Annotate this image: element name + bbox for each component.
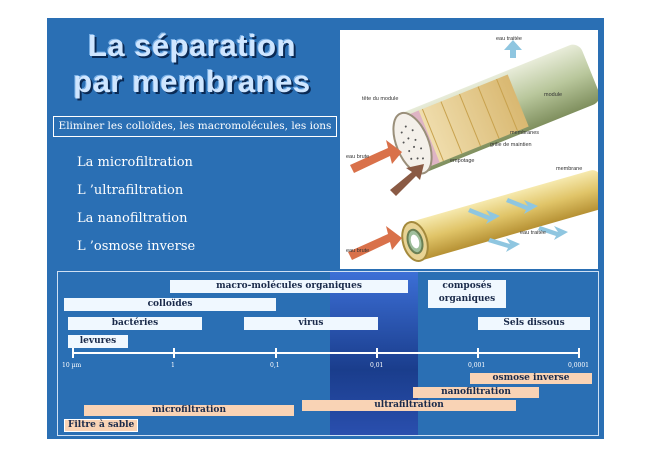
- membrane-module-illustration: eau traitée module tête du module membra…: [340, 30, 598, 269]
- label-tete-du-module: tête du module: [362, 96, 399, 102]
- size-axis: [72, 352, 580, 354]
- tick-label-2: 0,1: [270, 362, 280, 369]
- subtitle-box: Eliminer les colloïdes, les macromolécul…: [53, 116, 337, 137]
- separation-spectrum: macro-molécules organiques colloïdes com…: [57, 271, 599, 436]
- label-module: module: [544, 92, 563, 98]
- particle-sels-dissous: Sels dissous: [478, 317, 590, 330]
- down-arrow: [390, 164, 424, 196]
- process-ultrafiltration: ultrafiltration: [302, 400, 516, 411]
- bullet-osmose: L ’osmose inverse: [77, 239, 196, 254]
- process-nanofiltration: nanofiltration: [413, 387, 539, 398]
- tick-label-4: 0,001: [468, 362, 486, 369]
- label-eau-traitee-top: eau traitée: [496, 36, 522, 42]
- tick-label-5: 0,0001: [568, 362, 589, 369]
- tick-5: [578, 348, 580, 358]
- label-eau-traitee-bottom: eau traitée: [520, 230, 546, 236]
- process-microfiltration: microfiltration: [84, 405, 294, 416]
- title-line-1: La séparation: [87, 28, 297, 63]
- bullet-ultrafiltration: L ’ultrafiltration: [77, 183, 184, 198]
- tick-label-1: 1: [171, 362, 175, 369]
- tick-label-0: 10 µm: [62, 362, 82, 369]
- tick-2: [275, 348, 277, 358]
- title-line-2: par membranes: [73, 64, 311, 99]
- tick-0: [72, 348, 74, 358]
- particle-virus: virus: [244, 317, 378, 330]
- particle-macromolecules: macro-molécules organiques: [170, 280, 408, 293]
- tick-4: [477, 348, 479, 358]
- tick-1: [173, 348, 175, 358]
- process-osmose-inverse: osmose inverse: [470, 373, 592, 384]
- module-drawing: [348, 40, 598, 263]
- label-membrane: membrane: [556, 166, 583, 172]
- label-eau-brute-top: eau brute: [346, 154, 370, 160]
- particle-bacteries: bactéries: [68, 317, 202, 330]
- label-membranes: membranes: [510, 130, 540, 136]
- composes-line-1: composés: [442, 281, 492, 291]
- outlet-arrow-top: [504, 40, 522, 58]
- particle-levures: levures: [68, 335, 128, 348]
- particle-colloides: colloïdes: [64, 298, 276, 311]
- label-empotage: empotage: [450, 158, 475, 164]
- slide: La séparation par membranes Eliminer les…: [47, 18, 604, 439]
- bullet-microfiltration: La microfiltration: [77, 155, 193, 170]
- label-eau-brute-bottom: eau brute: [346, 248, 370, 254]
- inlet-arrow-top: [350, 140, 402, 173]
- label-grille: grille de maintien: [490, 142, 532, 148]
- inlet-arrow-bottom: [348, 226, 402, 260]
- tick-label-3: 0,01: [370, 362, 384, 369]
- outlet-arrows-bottom: [468, 198, 568, 252]
- particle-composes-organiques: composés organiques: [428, 280, 506, 308]
- page-title: La séparation par membranes: [47, 28, 337, 100]
- bullet-nanofiltration: La nanofiltration: [77, 211, 188, 226]
- composes-line-2: organiques: [438, 294, 496, 304]
- tick-3: [376, 348, 378, 358]
- process-filtre-a-sable: Filtre à sable: [64, 419, 139, 432]
- bullet-list: La microfiltration L ’ultrafiltration La…: [77, 152, 195, 264]
